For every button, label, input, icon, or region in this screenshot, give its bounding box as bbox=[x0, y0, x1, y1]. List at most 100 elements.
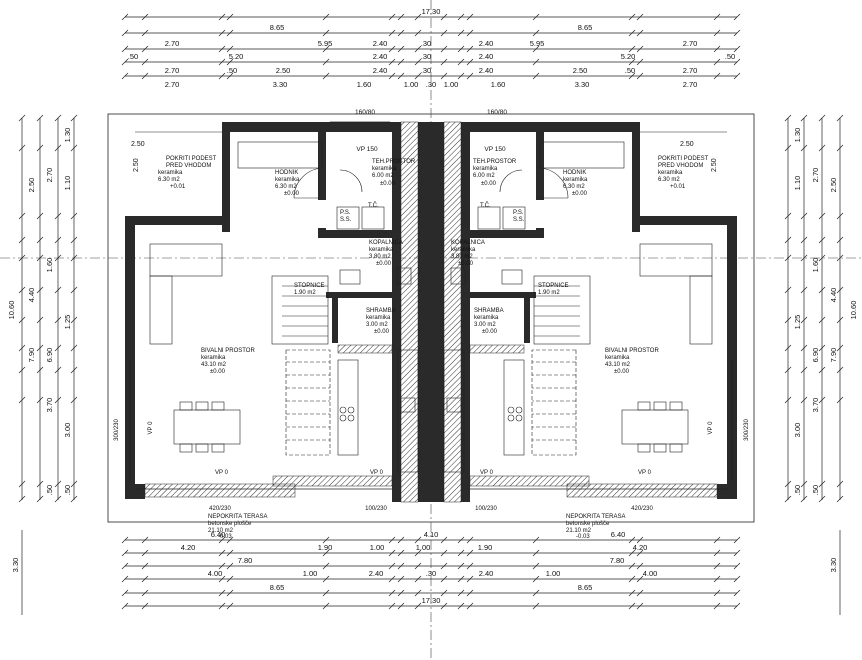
top-row2-3: .30 bbox=[421, 39, 431, 48]
top-row5-6: 1.60 bbox=[491, 80, 506, 89]
terasa-finish-r: betonske plošče bbox=[566, 521, 610, 527]
left-dim-11: 3.00 bbox=[63, 423, 72, 438]
kopalnica-level: ±0.00 bbox=[376, 261, 392, 267]
right-dim-3: 1.10 bbox=[793, 176, 802, 191]
left-dim-12: .50 bbox=[63, 485, 72, 495]
pokriti-name2-r: PRED VHODOM bbox=[658, 163, 703, 169]
left-dimensions bbox=[21, 118, 75, 615]
window-label-3: 420/230 bbox=[209, 506, 231, 512]
dim-250-vertical-r: 2.50 bbox=[711, 158, 718, 172]
ps-label-r: P.S. bbox=[513, 210, 524, 216]
terasa-name-r: NEPOKRITA TERASA bbox=[566, 514, 625, 520]
top-row3-3: .30 bbox=[421, 52, 431, 61]
overall-width-top: 17.30 bbox=[422, 7, 441, 16]
top-row2-5: 5.95 bbox=[530, 39, 545, 48]
bot-row2-4: 1.90 bbox=[478, 543, 493, 552]
tech-level: ±0.00 bbox=[380, 181, 396, 187]
bivalni-level-r: ±0.00 bbox=[614, 369, 630, 375]
top-row4-1: .50 bbox=[227, 66, 237, 75]
top-dimensions bbox=[121, 13, 741, 80]
left-dim-8: 6.90 bbox=[45, 348, 54, 363]
bot-row1-1: 4.10 bbox=[424, 530, 439, 539]
stopnice-area: 1.90 m2 bbox=[294, 290, 316, 296]
right-dim-10: 3.70 bbox=[811, 398, 820, 413]
left-dim-3: 1.10 bbox=[63, 176, 72, 191]
top-row4-3: 2.40 bbox=[373, 66, 388, 75]
right-unit-fixtures bbox=[443, 131, 727, 473]
left-room-labels: 2.50 POKRITI PODEST PRED VHODOM keramika… bbox=[131, 141, 416, 540]
pokriti-area: 6.30 m2 bbox=[158, 177, 180, 183]
hodnik-level-r: ±0.00 bbox=[572, 191, 588, 197]
tech-level-r: ±0.00 bbox=[481, 181, 497, 187]
shramba-finish: keramika bbox=[366, 315, 391, 321]
left-dim-6: 10.60 bbox=[7, 301, 16, 320]
top-row5-1: 3.30 bbox=[273, 80, 288, 89]
pokriti-area-r: 6.30 m2 bbox=[658, 177, 680, 183]
right-dimensions bbox=[787, 118, 841, 615]
tech-name: TEH.PROSTOR bbox=[372, 159, 416, 165]
left-dim-9: 7.90 bbox=[27, 348, 36, 363]
hodnik-name: HODNIK bbox=[275, 170, 298, 176]
terasa-name: NEPOKRITA TERASA bbox=[208, 514, 267, 520]
hodnik-finish: keramika bbox=[275, 177, 300, 183]
kopalnica-area-r: 3.80 m2 bbox=[451, 254, 473, 260]
shramba-area: 3.00 m2 bbox=[366, 322, 388, 328]
door-label-left: 160/80 bbox=[355, 109, 375, 116]
left-dim-5: 4.40 bbox=[27, 288, 36, 303]
bot-row4-2: 2.40 bbox=[369, 569, 384, 578]
overall-width-bottom: 17.30 bbox=[422, 596, 441, 605]
dim-250: 2.50 bbox=[131, 141, 145, 148]
tc-label-r: T.Č. bbox=[480, 202, 491, 209]
top-row2-2: 2.40 bbox=[373, 39, 388, 48]
vp0-kitchen-r: VP 0 bbox=[480, 470, 494, 476]
left-dim-4: 1.60 bbox=[45, 258, 54, 273]
bot-row4-4: 2.40 bbox=[479, 569, 494, 578]
side-bottom-dim-1: 3.30 bbox=[829, 558, 838, 573]
tech-area: 6.00 m2 bbox=[372, 173, 394, 179]
bot-row4-5: 1.00 bbox=[546, 569, 561, 578]
top-row4-8: 2.70 bbox=[683, 66, 698, 75]
top-row1-1: 8.65 bbox=[578, 23, 593, 32]
bot-row5-1: 8.65 bbox=[578, 583, 593, 592]
right-dim-13: .50 bbox=[811, 485, 820, 495]
top-row4-6: 2.50 bbox=[573, 66, 588, 75]
window-label-1: 300/230 bbox=[114, 419, 120, 441]
top-row5-0: 2.70 bbox=[165, 80, 180, 89]
right-room-labels: 2.50 POKRITI PODEST PRED VHODOM keramika… bbox=[451, 141, 718, 540]
bot-row4-0: 4.00 bbox=[208, 569, 223, 578]
bot-row2-1: 1.90 bbox=[318, 543, 333, 552]
bivalni-level: ±0.00 bbox=[210, 369, 226, 375]
bot-row4-1: 1.00 bbox=[303, 569, 318, 578]
kopalnica-finish-r: keramika bbox=[451, 247, 476, 253]
bot-row2-2: 1.00 bbox=[370, 543, 385, 552]
vp0-living-r: VP 0 bbox=[638, 470, 652, 476]
top-row2-6: 2.70 bbox=[683, 39, 698, 48]
top-row4-2: 2.50 bbox=[276, 66, 291, 75]
top-row5-4: .30 bbox=[426, 80, 436, 89]
vp0-kitchen: VP 0 bbox=[370, 470, 384, 476]
top-row3-0: .50 bbox=[128, 52, 138, 61]
vp0-side-left: VP 0 bbox=[148, 421, 154, 435]
top-row5-3: 1.00 bbox=[404, 80, 419, 89]
pokriti-finish-r: keramika bbox=[658, 170, 683, 176]
left-dim-13: .50 bbox=[45, 485, 54, 495]
stopnice-name-r: STOPNICE bbox=[538, 283, 569, 289]
terasa-area: 21.10 m2 bbox=[208, 528, 234, 534]
tech-area-r: 6.00 m2 bbox=[473, 173, 495, 179]
right-dim-12: .50 bbox=[793, 485, 802, 495]
top-row2-1: 5.95 bbox=[318, 39, 333, 48]
dim-250-right: 2.50 bbox=[680, 141, 694, 148]
top-row5-7: 3.30 bbox=[575, 80, 590, 89]
shramba-finish-r: keramika bbox=[474, 315, 499, 321]
kopalnica-name-r: KOPALNICA bbox=[451, 240, 485, 246]
bivalni-area-r: 43.10 m2 bbox=[605, 362, 631, 368]
terasa-level: -0.03 bbox=[218, 534, 232, 540]
bivalni-name: BIVALNI PROSTOR bbox=[201, 348, 255, 354]
right-dim-1: 2.70 bbox=[811, 168, 820, 183]
ss-label-r: S.S. bbox=[513, 217, 525, 223]
window-label-2: 300/230 bbox=[744, 419, 750, 441]
right-dim-8: 6.90 bbox=[811, 348, 820, 363]
left-dim-7: 1.25 bbox=[63, 315, 72, 330]
bot-row3-0: 7.80 bbox=[238, 556, 253, 565]
